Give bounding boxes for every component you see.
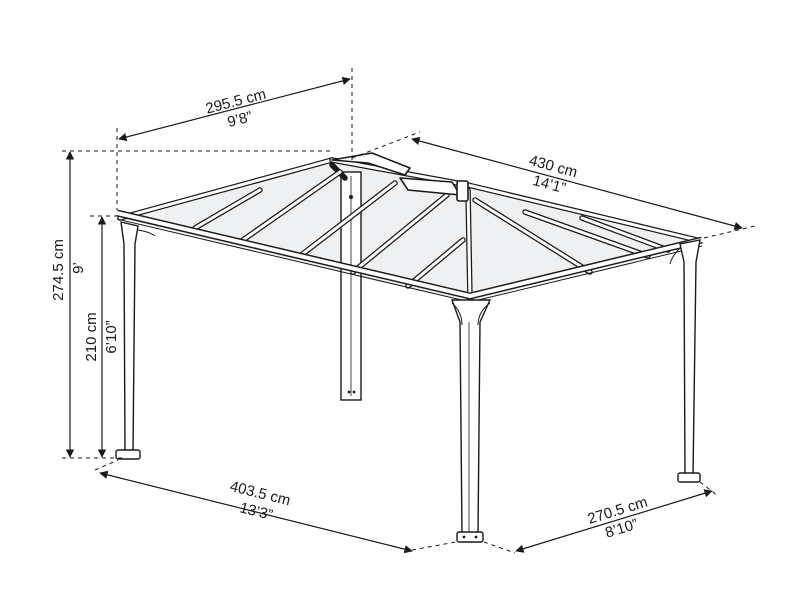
dim-total-height: 274.5 cm 9’: [50, 150, 330, 459]
dim-base-width: 403.5 cm 13’3”: [94, 459, 457, 554]
total-height-metric: 274.5 cm: [50, 239, 67, 301]
eave-height-imperial: 6’10”: [103, 320, 120, 353]
front-left-post: [115, 221, 156, 460]
dim-base-depth: 270.5 cm 8’10”: [483, 481, 719, 554]
front-center-post: [451, 299, 492, 543]
roof-depth-imperial: 9’8”: [226, 108, 254, 131]
back-post: [340, 171, 362, 401]
total-height-imperial: 9’: [70, 262, 87, 274]
dim-eave-height: 210 cm 6’10”: [83, 215, 120, 458]
roof-panel: [120, 160, 697, 302]
right-post: [669, 239, 701, 483]
eave-height-metric: 210 cm: [83, 312, 100, 361]
gazebo: [115, 152, 703, 543]
